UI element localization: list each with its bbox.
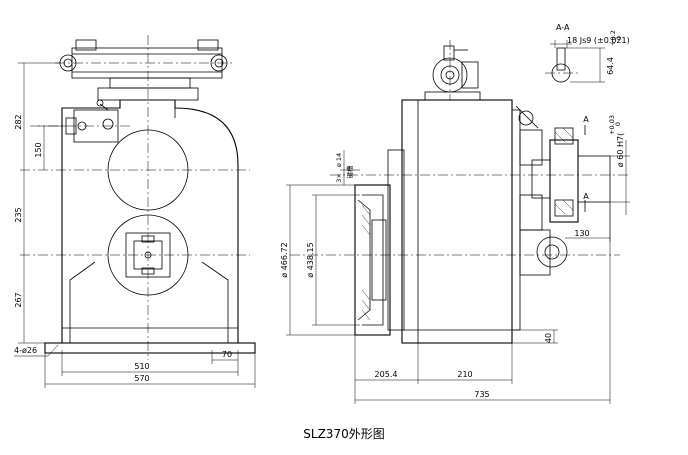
dim-510: 510 bbox=[134, 362, 149, 371]
dim-130: 130 bbox=[574, 229, 589, 238]
dim-210: 210 bbox=[457, 370, 472, 379]
dia-60-tol-lower: 0 bbox=[614, 122, 622, 126]
keyway-depth-tol-upper: +0.2 bbox=[609, 30, 617, 46]
input-coupling bbox=[549, 139, 579, 223]
section-mark-a-top: A bbox=[583, 115, 589, 124]
front-view bbox=[18, 35, 256, 360]
dim-150: 150 bbox=[34, 142, 43, 157]
dia-14: ø 14 bbox=[335, 153, 343, 167]
keyway-depth-tol-lower: 0 bbox=[615, 36, 623, 40]
side-view bbox=[290, 40, 630, 344]
section-mark-a-bottom: A bbox=[583, 192, 589, 201]
wedge-count: 3× bbox=[335, 173, 343, 183]
clutch-housing bbox=[401, 99, 513, 344]
base-plate bbox=[44, 342, 256, 354]
aux-pump bbox=[536, 236, 568, 268]
drawing-caption: SLZ370外形图 bbox=[303, 427, 385, 441]
keyway bbox=[556, 47, 566, 71]
section-title: A-A bbox=[556, 23, 570, 32]
flywheel-adapter bbox=[354, 184, 391, 336]
dia-60: ø 60 H7( bbox=[616, 133, 625, 167]
section-a-a bbox=[545, 40, 605, 83]
dim-70: 70 bbox=[222, 350, 232, 359]
dim-235: 235 bbox=[14, 207, 23, 222]
dim-735: 735 bbox=[474, 390, 489, 399]
keyway-label: 键槽 bbox=[345, 165, 354, 179]
dim-40: 40 bbox=[544, 333, 553, 343]
dim-267: 267 bbox=[14, 292, 23, 307]
keyway-dimension: 18 Js9 (±0.021) bbox=[567, 36, 630, 45]
dim-205: 205.4 bbox=[375, 370, 398, 379]
dim-282: 282 bbox=[14, 114, 23, 129]
dia-466: ø 466.72 bbox=[280, 242, 289, 277]
dia-60-tol-upper: +0.03 bbox=[608, 115, 616, 135]
dia-438: ø 438.15 bbox=[306, 242, 315, 277]
dim-570: 570 bbox=[134, 374, 149, 383]
mounting-holes-label: 4-ø26 bbox=[14, 346, 37, 355]
keyway-depth: 64.4 bbox=[606, 57, 615, 75]
gearbox-housing bbox=[61, 99, 239, 343]
